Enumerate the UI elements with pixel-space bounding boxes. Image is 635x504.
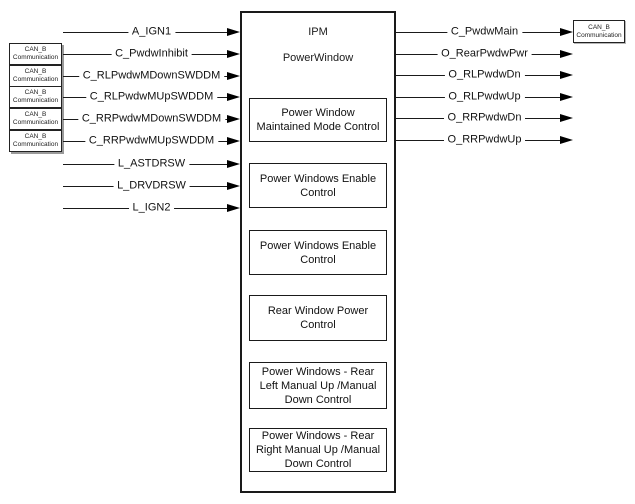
- input-wire-c-rlpwdwmupswddm: C_RLPwdwMUpSWDDM: [63, 89, 240, 105]
- function-block-windows-enable-control-1: Power Windows Enable Control: [249, 163, 387, 208]
- input-signal-label: C_RLPwdwMDownSWDDM: [78, 69, 225, 83]
- input-wire-l-drvdrsw: L_DRVDRSW: [63, 178, 240, 194]
- can-b-node-rlpwdwmup: CAN_B Communication: [9, 86, 62, 108]
- output-wire-o-rlpwdwdn: O_RLPwdwDn: [396, 67, 573, 83]
- output-signal-label: O_RLPwdwUp: [444, 90, 525, 104]
- function-block-maintained-mode-control: Power Window Maintained Mode Control: [249, 98, 387, 142]
- arrowhead-icon: [227, 93, 240, 101]
- output-wire-o-rearpwdwpwr: O_RearPwdwPwr: [396, 46, 573, 62]
- arrowhead-icon: [227, 204, 240, 212]
- input-signal-label: L_ASTDRSW: [113, 157, 190, 171]
- arrowhead-icon: [560, 93, 573, 101]
- input-signal-label: A_IGN1: [127, 25, 176, 39]
- arrowhead-icon: [227, 115, 240, 123]
- can-b-node-pwdwmain: CAN_B Communication: [573, 20, 625, 43]
- arrowhead-icon: [560, 50, 573, 58]
- arrowhead-icon: [560, 28, 573, 36]
- arrowhead-icon: [560, 71, 573, 79]
- input-wire-a-ign1: A_IGN1: [63, 24, 240, 40]
- output-wire-c-pwdwmain: C_PwdwMain: [396, 24, 573, 40]
- input-wire-c-pwdwinhibit: C_PwdwInhibit: [63, 46, 240, 62]
- output-wire-o-rrpwdwup: O_RRPwdwUp: [396, 132, 573, 148]
- function-block-windows-enable-control-2: Power Windows Enable Control: [249, 230, 387, 275]
- arrowhead-icon: [227, 182, 240, 190]
- input-wire-c-rrpwdwmupswddm: C_RRPwdwMUpSWDDM: [63, 133, 240, 149]
- can-b-node-pwdwinhibit: CAN_B Communication: [9, 43, 62, 65]
- output-signal-label: O_RLPwdwDn: [444, 68, 525, 82]
- input-wire-l-ign2: L_IGN2: [63, 200, 240, 216]
- input-wire-l-astdrsw: L_ASTDRSW: [63, 156, 240, 172]
- input-signal-label: L_IGN2: [128, 201, 175, 215]
- function-block-rear-left-manual-control: Power Windows - Rear Left Manual Up /Man…: [249, 362, 387, 409]
- arrowhead-icon: [227, 137, 240, 145]
- input-signal-label: L_DRVDRSW: [113, 179, 190, 193]
- output-signal-label: O_RRPwdwDn: [443, 111, 526, 125]
- arrowhead-icon: [560, 136, 573, 144]
- function-block-rear-right-manual-control: Power Windows - Rear Right Manual Up /Ma…: [249, 428, 387, 472]
- arrowhead-icon: [227, 28, 240, 36]
- block-title: IPM: [308, 26, 328, 38]
- output-signal-label: C_PwdwMain: [446, 25, 523, 39]
- can-b-node-rlpwdwmdown: CAN_B Communication: [9, 65, 62, 87]
- output-wire-o-rrpwdwdn: O_RRPwdwDn: [396, 110, 573, 126]
- arrowhead-icon: [560, 114, 573, 122]
- input-signal-label: C_RRPwdwMUpSWDDM: [84, 134, 219, 148]
- can-b-node-rrpwdwmup: CAN_B Communication: [9, 130, 62, 152]
- output-wire-o-rlpwdwup: O_RLPwdwUp: [396, 89, 573, 105]
- output-signal-label: O_RRPwdwUp: [443, 133, 526, 147]
- function-block-rear-window-power-control: Rear Window Power Control: [249, 295, 387, 341]
- arrowhead-icon: [227, 50, 240, 58]
- output-signal-label: O_RearPwdwPwr: [437, 47, 532, 61]
- arrowhead-icon: [227, 160, 240, 168]
- input-signal-label: C_PwdwInhibit: [111, 47, 192, 61]
- arrowhead-icon: [227, 72, 240, 80]
- input-signal-label: C_RRPwdwMDownSWDDM: [77, 112, 226, 126]
- can-b-node-rrpwdwmdown: CAN_B Communication: [9, 108, 62, 130]
- block-subtitle: PowerWindow: [282, 52, 354, 64]
- input-wire-c-rlpwdwmdownswddm: C_RLPwdwMDownSWDDM: [63, 68, 240, 84]
- input-signal-label: C_RLPwdwMUpSWDDM: [85, 90, 218, 104]
- input-wire-c-rrpwdwmdownswddm: C_RRPwdwMDownSWDDM: [63, 111, 240, 127]
